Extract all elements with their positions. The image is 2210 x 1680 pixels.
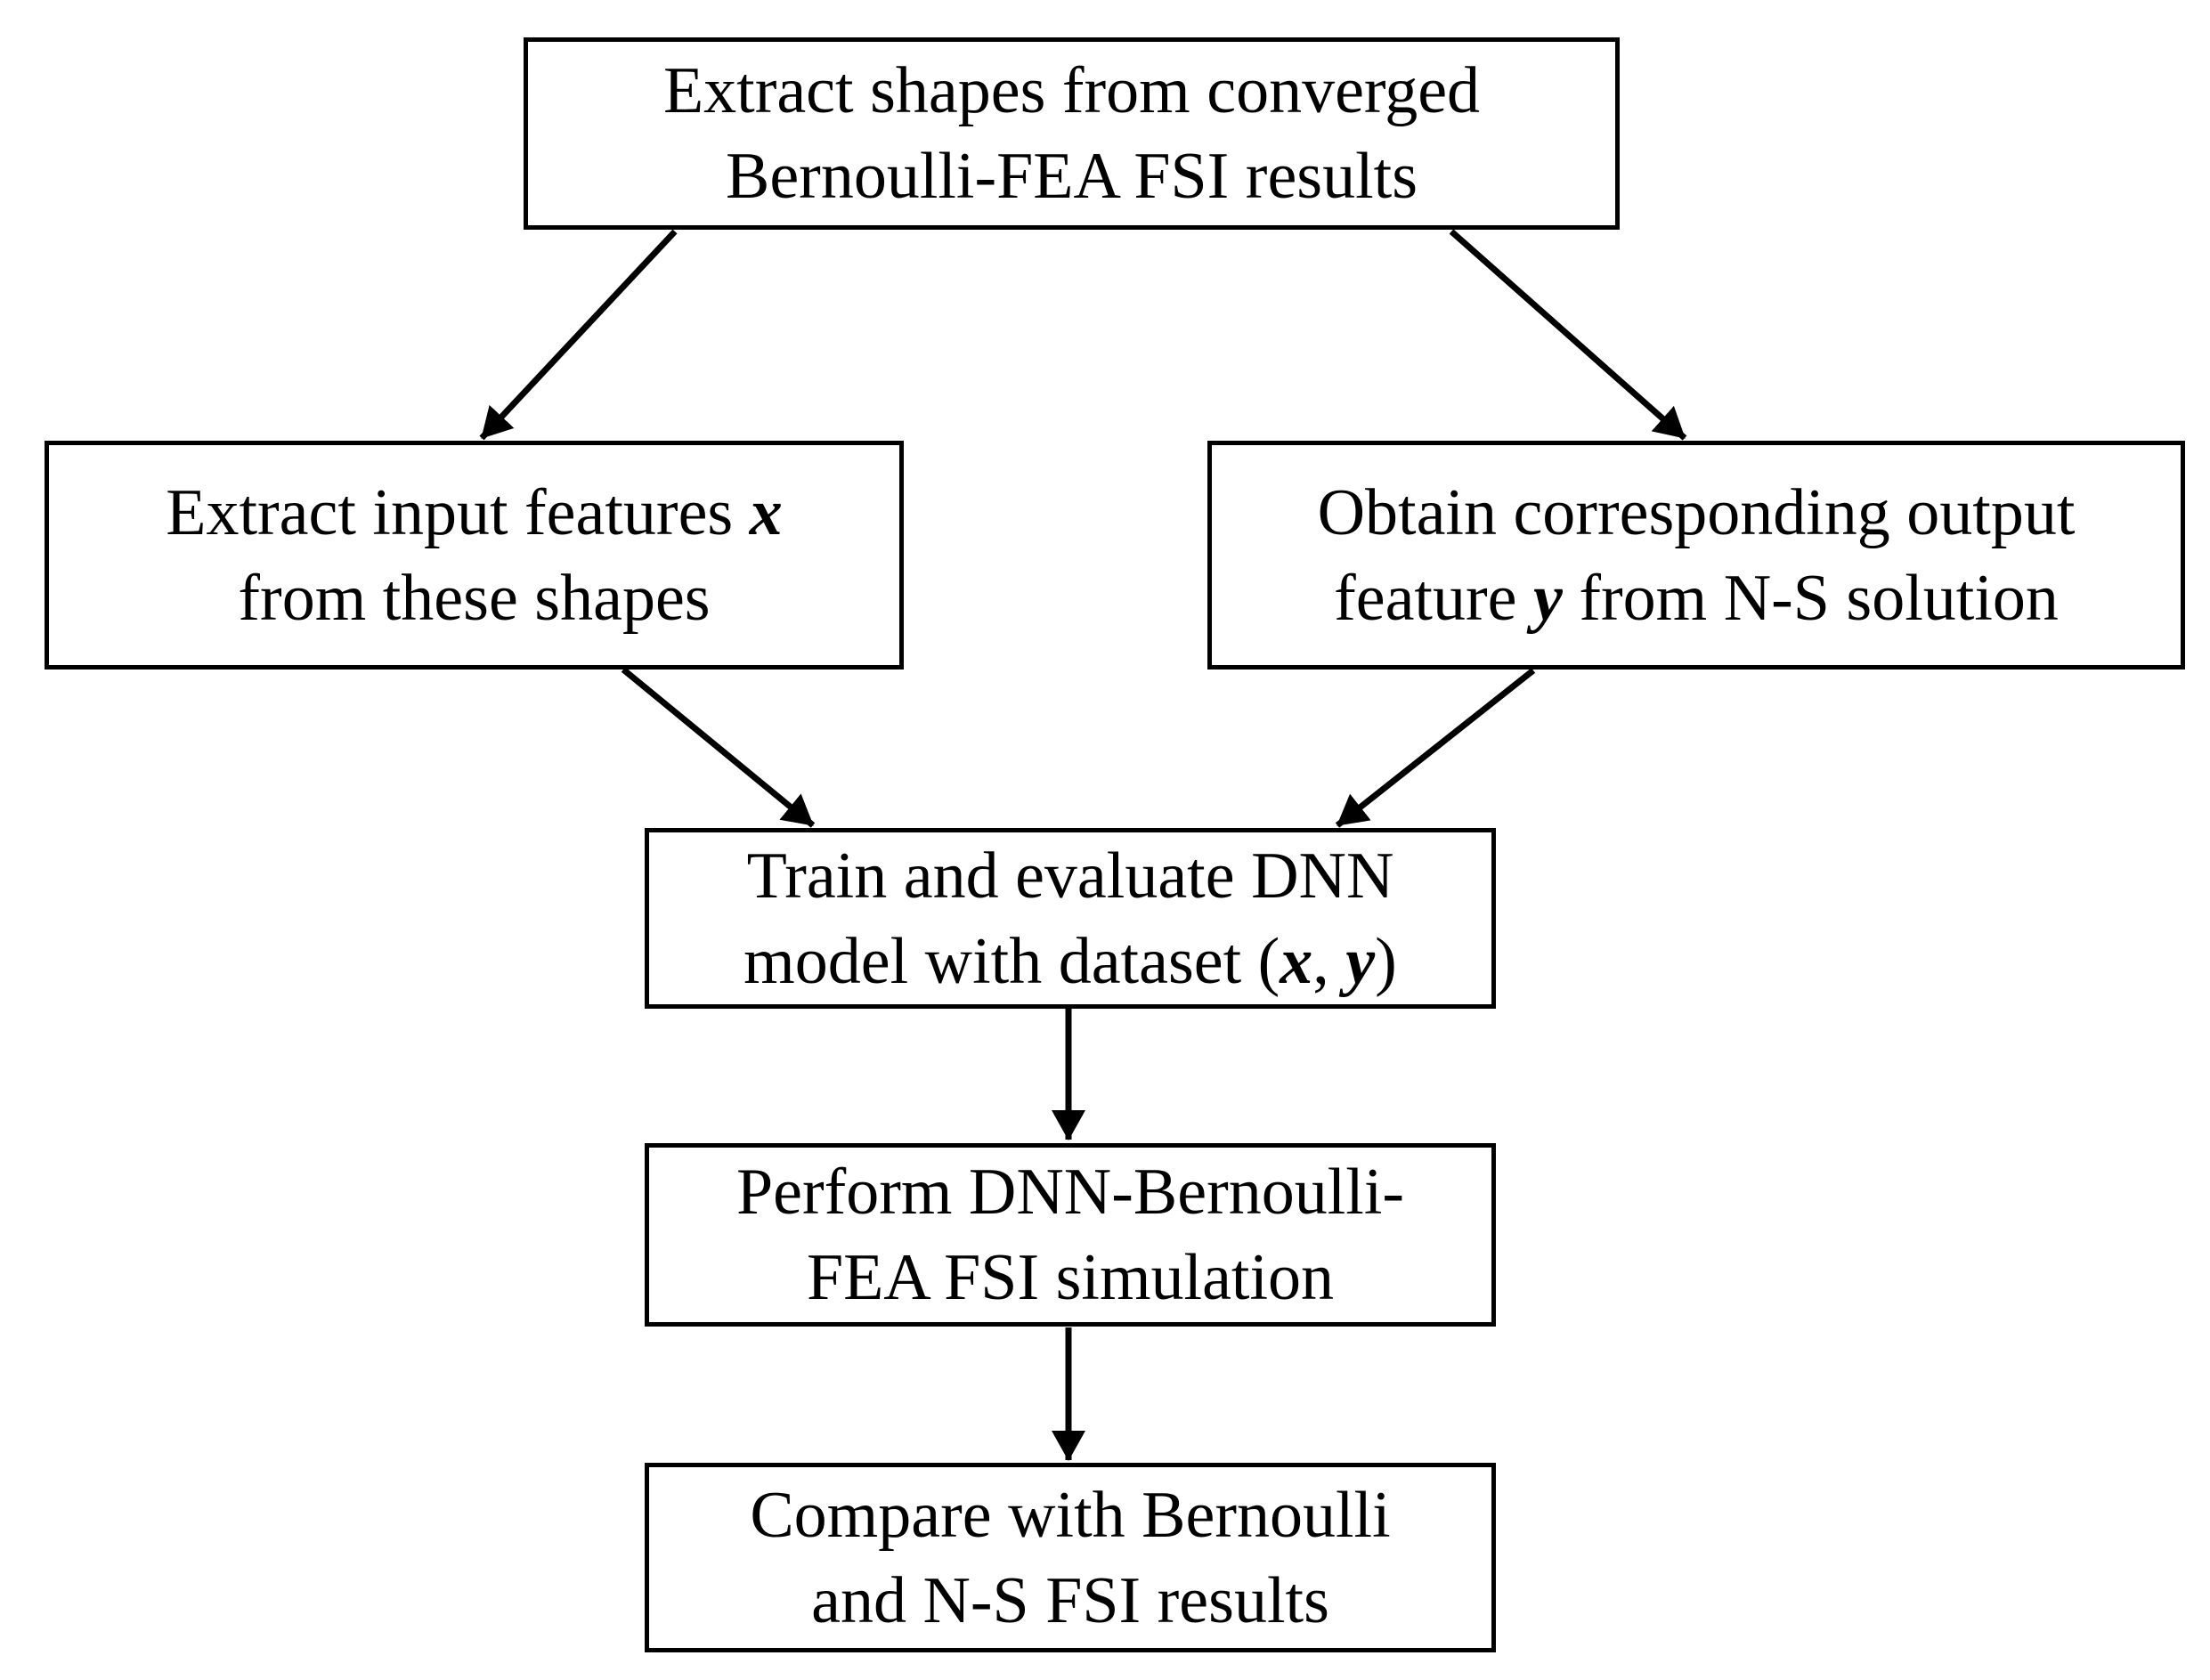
- node-text-line: Train and evaluate DNN: [746, 839, 1394, 913]
- arrow-input-features-to-train-dnn: [621, 667, 816, 828]
- node-extract-input-features: Extract input features x from these shape…: [45, 441, 904, 670]
- node-compare-fsi-results: Compare with Bernoulli and N-S FSI result…: [645, 1463, 1496, 1652]
- arrow-extract-shapes-to-input-features: [479, 229, 678, 441]
- node-text-line: and N-S FSI results: [811, 1563, 1329, 1637]
- node-text-line: Compare with Bernoulli: [750, 1478, 1391, 1552]
- arrow-output-feature-to-train-dnn: [1335, 668, 1536, 828]
- math-symbol: y: [1345, 924, 1376, 998]
- math-symbol: y: [1532, 561, 1563, 635]
- node-obtain-output-feature: Obtain corresponding output feature y fro…: [1207, 441, 2185, 670]
- math-symbol: x: [749, 475, 783, 549]
- node-text-line: Extract shapes from converged: [662, 54, 1481, 127]
- node-perform-dnn-fsi-simulation: Perform DNN-Bernoulli- FEA FSI simulation: [645, 1143, 1496, 1327]
- math-symbol: x: [1280, 924, 1313, 998]
- node-text-line: from these shapes: [238, 561, 711, 635]
- node-text-line: feature y from N-S solution: [1334, 561, 2059, 635]
- node-train-evaluate-dnn: Train and evaluate DNN model with dataset…: [645, 828, 1496, 1009]
- node-text-line: model with dataset (x, y): [743, 924, 1397, 998]
- node-text-line: Extract input features x: [166, 475, 783, 549]
- node-text-line: Perform DNN-Bernoulli-: [735, 1156, 1405, 1229]
- node-text-line: Bernoulli-FEA FSI results: [725, 140, 1418, 213]
- arrow-extract-shapes-to-output-feature: [1449, 229, 1687, 441]
- node-text-line: Obtain corresponding output: [1317, 475, 2076, 549]
- node-text-line: FEA FSI simulation: [806, 1241, 1335, 1314]
